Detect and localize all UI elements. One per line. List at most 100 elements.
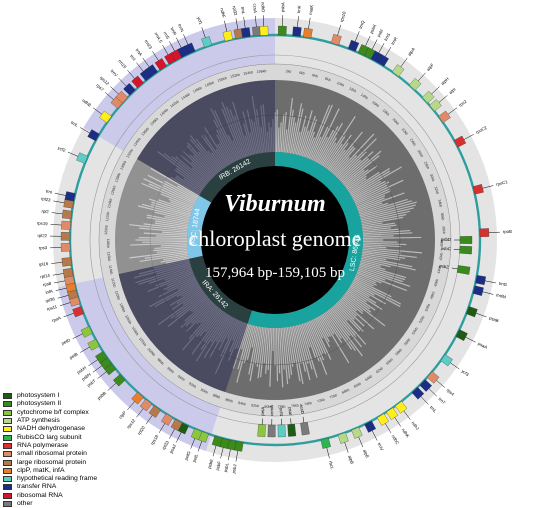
gene-label: rpl22 xyxy=(37,233,47,238)
kb-tick-label: 118kb xyxy=(106,239,110,249)
gene-block xyxy=(268,425,276,437)
gene-label: trnR xyxy=(390,36,398,46)
gene-label: trnQ xyxy=(358,19,366,29)
legend-swatch xyxy=(3,476,12,482)
legend-item: cytochrome b/f complex xyxy=(3,409,153,417)
legend-item: photosystem II xyxy=(3,400,153,408)
gene-label: rps3 xyxy=(39,245,48,250)
gene-label: trnL xyxy=(240,6,246,15)
legend-swatch xyxy=(3,443,12,449)
gene-label: trnV xyxy=(110,68,119,77)
gene-label: rrn16 xyxy=(117,58,128,69)
gene-label: petL xyxy=(191,453,199,463)
gene-label: atpH xyxy=(440,76,450,86)
gene-label: ycf4 xyxy=(279,408,284,417)
gene-label: rps19 xyxy=(37,220,49,226)
gene-block xyxy=(260,26,269,35)
gene-label: ndhD xyxy=(260,2,266,13)
gene-label: rps4 xyxy=(446,387,456,397)
gene-label: trnA xyxy=(135,47,144,56)
gene-label: atpE xyxy=(362,449,370,459)
gene-block xyxy=(62,258,72,267)
gene-label: rbcL xyxy=(328,461,335,471)
legend-item: transfer RNA xyxy=(3,483,153,491)
gene-block xyxy=(460,246,472,254)
gene-label: petD xyxy=(61,337,71,345)
gene-label: psbI xyxy=(376,28,384,38)
legend-swatch xyxy=(3,418,12,424)
legend-label: RubisCO larg subunit xyxy=(17,434,82,442)
gene-block xyxy=(480,228,489,236)
legend-label: cytochrome b/f complex xyxy=(17,409,89,417)
gene-label: ccsA xyxy=(252,3,258,13)
legend-item: large ribosomal protein xyxy=(3,458,153,466)
legend-swatch xyxy=(3,401,12,407)
gene-label: rpoB xyxy=(503,229,512,234)
center-genome-size: 157,964 bp-159,105 bp xyxy=(175,265,375,282)
gene-label: rps8 xyxy=(42,281,52,288)
gene-label: trnI xyxy=(45,189,52,195)
kb-tick-label: 42kb xyxy=(439,252,444,260)
gene-block xyxy=(293,27,302,37)
gene-label: petB xyxy=(68,351,78,360)
gene-label: trnN xyxy=(177,23,185,32)
gene-label: ndhB xyxy=(81,98,92,108)
legend-item: RubisCO larg subunit xyxy=(3,433,153,441)
legend-label: ATP synthesis xyxy=(17,417,60,425)
gene-label: psaJ xyxy=(169,444,177,454)
legend-label: transfer RNA xyxy=(17,483,56,491)
gene-label: rpl2 xyxy=(41,209,49,215)
legend-item: clpP, matK, infA xyxy=(3,467,153,475)
gene-label: atpF xyxy=(425,62,435,72)
gene-label: psbD xyxy=(441,237,451,242)
legend-label: NADH dehydrogenase xyxy=(17,425,85,433)
gene-label: trnV xyxy=(377,442,385,451)
gene-label: rps16 xyxy=(339,10,347,22)
gene-label: ycf3 xyxy=(461,368,471,377)
gene-label: rpl14 xyxy=(40,273,51,280)
kb-tick-label: 38kb xyxy=(441,226,445,234)
legend-item: ribosomal RNA xyxy=(3,492,153,500)
gene-block xyxy=(257,424,265,436)
legend-swatch xyxy=(3,460,12,466)
legend-swatch xyxy=(3,493,12,499)
gene-label: trnL xyxy=(70,120,79,128)
legend-label: hypothetical reading frame xyxy=(17,475,97,483)
gene-label: rpoC1 xyxy=(496,179,509,187)
gene-label: psaA xyxy=(477,341,488,350)
gene-block xyxy=(288,424,296,437)
center-genome-type: chloroplast genome xyxy=(175,226,375,252)
gene-label: psbK xyxy=(369,23,378,34)
gene-block xyxy=(303,28,312,38)
gene-label: psbJ xyxy=(231,464,238,474)
gene-block xyxy=(61,232,70,240)
legend-swatch xyxy=(3,435,12,441)
legend-item: RNA polymerase xyxy=(3,442,153,450)
gene-block xyxy=(61,221,71,230)
gene-label: psbE xyxy=(207,458,215,469)
gene-label: ndhC xyxy=(391,434,401,445)
gene-label: psbF xyxy=(215,460,222,471)
gene-block xyxy=(475,275,485,285)
legend-label: photosystem II xyxy=(17,400,61,408)
gene-label: ndhJ xyxy=(411,420,421,430)
gene-label: rrn4.5 xyxy=(154,31,164,44)
legend-label: ribosomal RNA xyxy=(17,492,63,500)
gene-label: rps2 xyxy=(458,98,468,107)
legend-swatch xyxy=(3,393,12,399)
gene-label: rpl16 xyxy=(38,261,49,267)
gene-label: rpoC2 xyxy=(475,125,488,135)
gene-label: psbA xyxy=(280,2,285,12)
gene-label: trnL xyxy=(429,405,438,414)
gene-block xyxy=(63,268,73,277)
legend-item: photosystem I xyxy=(3,392,153,400)
gene-label: rrn23 xyxy=(144,39,154,51)
gene-block xyxy=(278,26,286,35)
gene-label: trnI xyxy=(129,54,137,62)
center-genus-title: Viburnum xyxy=(175,191,375,218)
gene-label: psbT xyxy=(86,378,97,388)
gene-label: trnfM xyxy=(496,292,507,299)
gene-label: rpl23 xyxy=(41,196,52,203)
gene-label: rpoA xyxy=(51,315,61,323)
